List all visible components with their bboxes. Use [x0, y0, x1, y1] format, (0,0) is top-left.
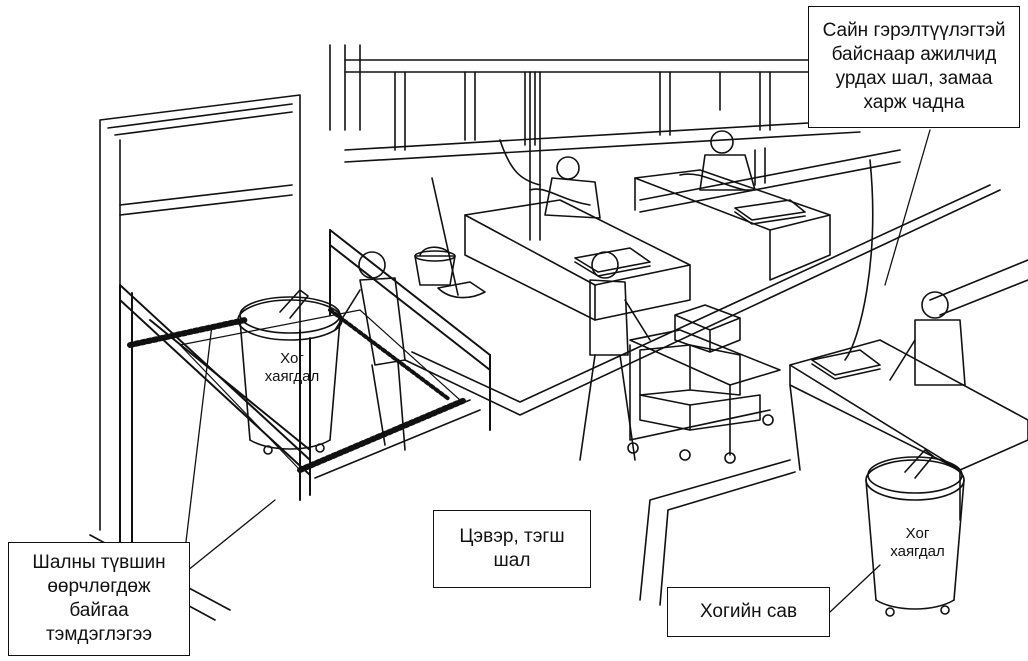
- waste-bin-callout-line-1: Хогийн сав: [700, 600, 797, 624]
- left-bin-label-line-1: Хог: [262, 350, 322, 368]
- clean-floor-callout-line-1: Цэвэр, тэгш: [459, 525, 564, 549]
- left-bin-label: Хог хаягдал: [262, 350, 322, 386]
- floor-level-callout-line-1: Шалны түвшин: [32, 551, 165, 575]
- floor-level-callout: Шалны түвшин өөрчлөгдөж байгаа тэмдэглэг…: [8, 542, 190, 656]
- ramp-stripes: [130, 310, 465, 470]
- workers: [335, 131, 965, 460]
- lighting-callout-line-2: байснаар ажилчид: [832, 43, 997, 67]
- right-bin-label-line-2: хаягдал: [885, 543, 950, 561]
- clean-floor-callout: Цэвэр, тэгш шал: [433, 510, 591, 588]
- floor-level-callout-line-3: байгаа: [69, 599, 128, 623]
- waste-bin-callout: Хогийн сав: [667, 587, 830, 637]
- floor-level-callout-line-4: тэмдэглэгээ: [46, 623, 152, 647]
- right-bin-label: Хог хаягдал: [885, 525, 950, 561]
- left-bin-label-line-2: хаягдал: [262, 368, 322, 386]
- floor-level-callout-line-2: өөрчлөгдөж: [47, 575, 150, 599]
- work-tables: [465, 170, 1028, 520]
- doorway: [0, 40, 300, 530]
- lighting-callout: Сайн гэрэлтүүлэгтэй байснаар ажилчид урд…: [808, 6, 1020, 128]
- right-bin-label-line-1: Хог: [885, 525, 950, 543]
- clean-floor-callout-line-2: шал: [494, 549, 531, 573]
- lighting-callout-line-4: харж чадна: [863, 91, 964, 115]
- lighting-callout-line-3: урдах шал, замаа: [836, 67, 993, 91]
- mop-and-bucket: [415, 178, 485, 298]
- lighting-callout-line-1: Сайн гэрэлтүүлэгтэй: [823, 19, 1006, 43]
